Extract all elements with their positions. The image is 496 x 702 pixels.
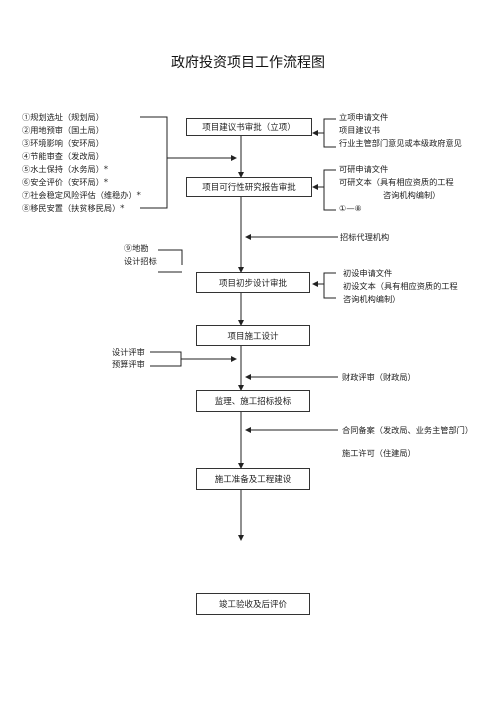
right-note-proposal-docs: 立项申请文件 项目建议书 行业主管部门意见或本级政府意见 [339,111,462,150]
left-item: ②用地预审（国土局） [22,125,104,135]
right-note-contract-filing: 合同备案（发改局、业务主管部门） [342,425,474,435]
left-item: ⑧移民安置（扶贫移民局）* [22,203,125,213]
right-note-feasibility-docs: 可研申请文件 可研文本（具有相应资质的工程 咨询机构编制） ①—⑧ [339,163,454,215]
right-note-line: 行业主管部门意见或本级政府意见 [339,138,462,148]
right-note-line: 初设文本（具有相应资质的工程 [343,281,458,291]
box-construction-design: 项目施工设计 [196,325,310,346]
box-acceptance: 竣工验收及后评价 [196,593,310,615]
right-note-line: 初设申请文件 [343,268,393,278]
page-title: 政府投资项目工作流程图 [171,55,325,71]
right-note-bidding-agency: 招标代理机构 [340,232,390,242]
box-construction: 施工准备及工程建设 [196,468,310,490]
review-note: 设计评审 预算评审 [112,346,145,370]
left-item: ⑥安全评价（安环局）* [22,177,108,187]
design-review-label: 设计评审 [112,347,145,357]
right-note-line: 咨询机构编制） [383,190,441,200]
right-note-line: 项目建议书 [339,125,380,135]
right-note-line: 咨询机构编制） [343,294,401,304]
left-items-bracket [140,116,168,209]
box-bidding: 监理、施工招标投标 [196,390,310,412]
budget-review-label: 预算评审 [112,359,145,369]
right-note-preliminary-docs: 初设申请文件 初设文本（具有相应资质的工程 咨询机构编制） [343,267,458,306]
right-note-construction-permit: 施工许可（住建局） [342,448,416,458]
left-item: ③环境影响（安环局） [22,138,104,148]
left-item: ①规划选址（规划局） [22,112,104,122]
right-note-line: 可研文本（具有相应资质的工程 [339,177,454,187]
right-bracket-1 [323,118,336,148]
right-bracket-2 [323,169,336,211]
box-preliminary-design: 项目初步设计审批 [196,272,310,293]
box-feasibility-study: 项目可行性研究报告审批 [186,177,312,197]
survey-label: ⑨地勘 [124,243,149,253]
right-note-line: 可研申请文件 [339,164,389,174]
right-note-financial-review: 财政评审（财政局） [342,372,416,382]
survey-bracket [158,249,183,265]
left-item: ④节能审查（发改局） [22,151,104,161]
left-item: ⑤水土保持（水务局）* [22,164,108,174]
box-project-proposal: 项目建议书审批（立项） [186,118,312,136]
left-item: ⑦社会稳定风险评估（维稳办）* [22,190,141,200]
left-items-list: ①规划选址（规划局） ②用地预审（国土局） ③环境影响（安环局） ④节能审查（发… [22,111,141,215]
design-bidding-label: 设计招标 [124,256,157,266]
right-bracket-4 [323,272,336,299]
review-bracket [150,351,182,367]
right-note-line: 立项申请文件 [339,112,389,122]
survey-note: ⑨地勘 设计招标 [124,242,157,268]
right-note-line: ①—⑧ [339,203,362,213]
